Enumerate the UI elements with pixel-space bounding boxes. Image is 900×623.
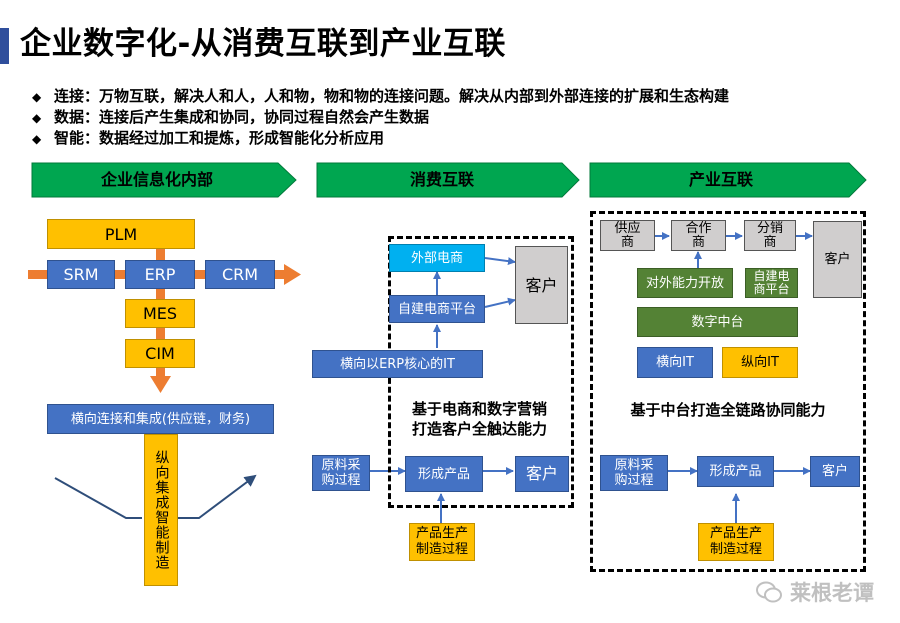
partner-box: 合作商 <box>671 220 726 251</box>
horizontal-integration-box: 横向连接和集成(供应链，财务) <box>47 404 274 434</box>
watermark: 莱根老谭 <box>756 577 874 607</box>
watermark-text: 莱根老谭 <box>790 581 874 605</box>
cim-box: CIM <box>125 339 195 368</box>
stage-chevron-internal <box>31 162 297 198</box>
vertical-integration-label: 纵向集成智能制造 <box>153 450 170 570</box>
bullet-item: ◆连接：万物互联，解决人和人，人和物，物和物的连接问题。解决从内部到外部连接的扩… <box>32 87 730 105</box>
diamond-bullet-icon: ◆ <box>32 111 42 125</box>
consumer-caption: 基于电商和数字营销打造客户全触达能力 <box>412 400 548 438</box>
industrial-caption: 基于中台打造全链路协同能力 <box>630 401 826 419</box>
stage-label-internal: 企业信息化内部 <box>100 170 213 189</box>
customer-box-industrial-top: 客户 <box>813 221 862 298</box>
erp-box: ERP <box>125 260 195 289</box>
bullet-list: ◆连接：万物互联，解决人和人，人和物，物和物的连接问题。解决从内部到外部连接的扩… <box>32 86 729 149</box>
industrial-dashed-frame <box>590 211 866 572</box>
digital-middle-platform-box: 数字中台 <box>637 307 798 337</box>
stage-label-consumer: 消费互联 <box>409 170 474 189</box>
manufacturing-box-industrial: 产品生产制造过程 <box>698 523 774 561</box>
vertical-arrow-head <box>150 376 171 393</box>
page-title: 企业数字化-从消费互联到产业互联 <box>20 26 506 62</box>
form-product-box: 形成产品 <box>405 456 483 492</box>
title-accent-bar <box>0 28 9 64</box>
bullet-item: ◆智能：数据经过加工和提炼，形成智能化分析应用 <box>32 129 385 147</box>
stage-chevron-industrial <box>589 162 867 198</box>
open-capability-box: 对外能力开放 <box>637 268 733 298</box>
mes-box: MES <box>125 299 195 328</box>
self-built-ecommerce-box: 自建电商平台 <box>389 295 485 323</box>
external-ecommerce-box: 外部电商 <box>389 244 485 272</box>
customer-box-industrial-bottom: 客户 <box>810 456 860 487</box>
bullet-item: ◆数据：连接后产生集成和协同，协同过程自然会产生数据 <box>32 108 430 126</box>
plm-box: PLM <box>47 219 195 249</box>
vertical-integration-box: 纵向集成智能制造 <box>144 434 178 586</box>
crm-box: CRM <box>205 260 275 289</box>
srm-box: SRM <box>47 260 115 289</box>
raw-material-box-industrial: 原料采购过程 <box>600 455 668 491</box>
form-product-box-industrial: 形成产品 <box>697 456 774 487</box>
erp-core-it-box: 横向以ERP核心的IT <box>312 350 483 378</box>
distributor-box: 分销商 <box>744 220 796 251</box>
stage-label-industrial: 产业互联 <box>688 170 753 189</box>
vertical-it-box: 纵向IT <box>722 347 798 378</box>
stage-chevron-consumer <box>316 162 580 198</box>
horizontal-arrow-head <box>284 264 301 285</box>
diamond-bullet-icon: ◆ <box>32 90 42 104</box>
horizontal-it-box: 横向IT <box>637 347 713 378</box>
diamond-bullet-icon: ◆ <box>32 132 42 146</box>
customer-box-bottom: 客户 <box>515 456 569 492</box>
self-built-platform-box: 自建电商平台 <box>745 268 798 298</box>
manufacturing-box: 产品生产制造过程 <box>409 523 475 561</box>
customer-box-top: 客户 <box>515 246 568 324</box>
raw-material-box: 原料采购过程 <box>312 455 370 491</box>
wechat-icon <box>756 581 782 603</box>
supplier-box: 供应商 <box>600 220 655 251</box>
